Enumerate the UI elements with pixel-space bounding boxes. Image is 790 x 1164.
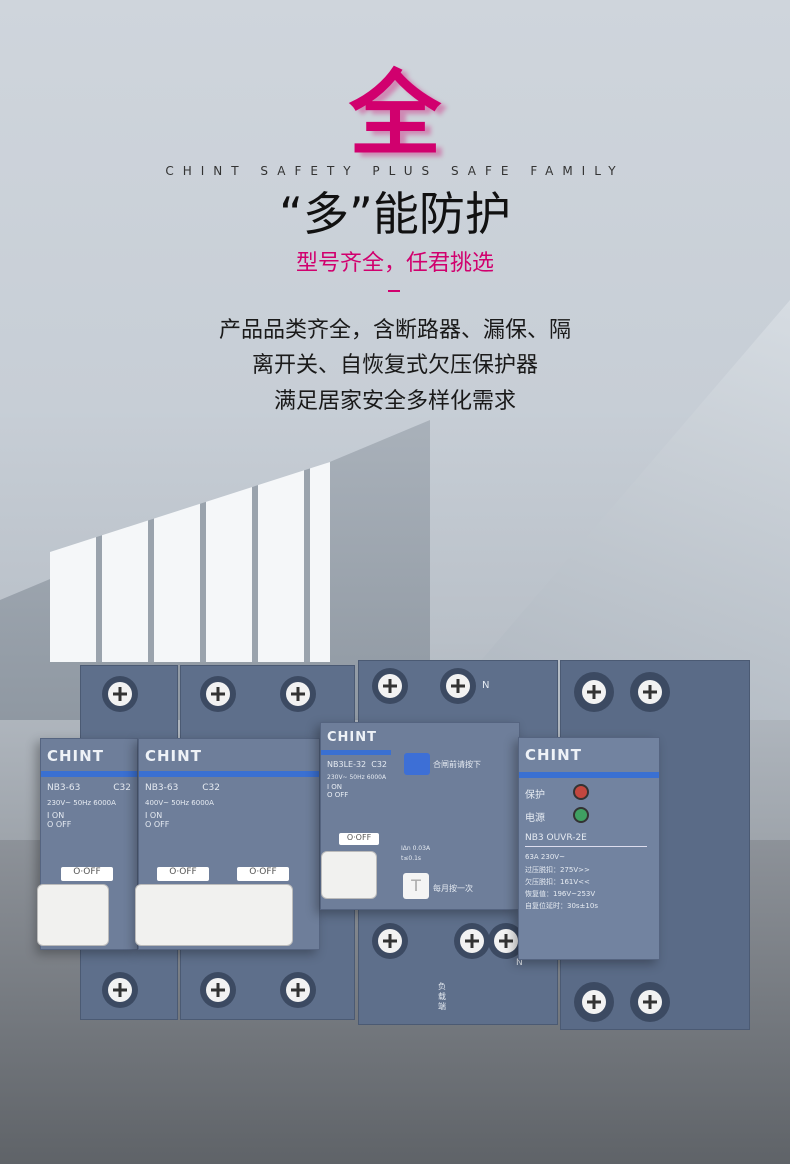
protect-led bbox=[573, 784, 589, 800]
recovery-label: 恢复值：196V~253V bbox=[525, 890, 596, 898]
divider bbox=[388, 290, 400, 292]
screw-icon bbox=[102, 676, 138, 712]
tagline-en: CHINT SAFETY PLUS SAFE FAMILY bbox=[165, 164, 625, 178]
test-hint: 每月按一次 bbox=[433, 884, 473, 893]
test-button[interactable]: T bbox=[403, 873, 429, 899]
screw-icon bbox=[454, 923, 490, 959]
leak-current-label: IΔn 0.03A bbox=[401, 845, 431, 852]
on-label: I ON bbox=[327, 783, 343, 791]
description-line: 产品品类齐全，含断路器、漏保、隔 bbox=[218, 318, 571, 343]
rating-label: C32 bbox=[113, 783, 131, 793]
background-window bbox=[50, 462, 330, 662]
screw-icon bbox=[200, 676, 236, 712]
on-label: I ON bbox=[47, 811, 65, 820]
screw-icon bbox=[280, 972, 316, 1008]
neutral-label: N bbox=[482, 680, 490, 691]
toggle-handle[interactable] bbox=[321, 851, 377, 899]
spec-label: 400V~ 50Hz 6000A bbox=[145, 799, 214, 807]
model-label: NB3LE-32 bbox=[327, 760, 367, 769]
model-label: NB3 OUVR-2E bbox=[525, 833, 647, 847]
off-label: O OFF bbox=[145, 820, 170, 829]
subheadline: 型号齐全，任君挑选 bbox=[295, 251, 494, 276]
off-indicator: O·OFF bbox=[61, 867, 113, 881]
toggle-handle[interactable] bbox=[135, 884, 293, 946]
reset-hint: 合闸前请按下 bbox=[433, 760, 481, 769]
brand-logo: CHINT bbox=[525, 746, 582, 764]
rating-label: 63A 230V~ bbox=[525, 853, 565, 861]
screw-icon bbox=[574, 672, 614, 712]
power-led bbox=[573, 807, 589, 823]
screw-icon bbox=[200, 972, 236, 1008]
screw-icon bbox=[102, 972, 138, 1008]
model-label: NB3-63 bbox=[47, 783, 81, 793]
description-line: 满足居家安全多样化需求 bbox=[273, 389, 516, 414]
brand-logo: CHINT bbox=[47, 747, 104, 765]
description-line: 离开关、自恢复式欠压保护器 bbox=[251, 353, 538, 378]
off-indicator: O·OFF bbox=[237, 867, 289, 881]
screw-icon bbox=[372, 668, 408, 704]
rating-label: C32 bbox=[371, 760, 387, 769]
screw-icon bbox=[630, 982, 670, 1022]
off-indicator: O·OFF bbox=[339, 833, 379, 845]
rating-label: C32 bbox=[202, 783, 220, 793]
off-indicator: O·OFF bbox=[157, 867, 209, 881]
toggle-handle[interactable] bbox=[37, 884, 109, 946]
screw-icon bbox=[630, 672, 670, 712]
brand-logo: CHINT bbox=[145, 747, 202, 765]
off-label: O OFF bbox=[327, 791, 349, 799]
brand-logo: CHINT bbox=[327, 730, 378, 745]
spec-label: 230V~ 50Hz 6000A bbox=[327, 774, 387, 781]
overvoltage-label: 过压脱扣：275V>> bbox=[525, 866, 590, 874]
screw-icon bbox=[440, 668, 476, 704]
spec-label: 230V~ 50Hz 6000A bbox=[47, 799, 116, 807]
power-label: 电源 bbox=[525, 813, 545, 824]
screw-icon bbox=[372, 923, 408, 959]
neutral-label: N bbox=[516, 958, 523, 968]
protect-label: 保护 bbox=[525, 790, 545, 801]
trip-time-label: t≤0.1s bbox=[401, 855, 422, 862]
delay-label: 自复位延时：30s±10s bbox=[525, 902, 598, 910]
headline: “多”能防护 bbox=[279, 187, 511, 241]
load-side-label: 负载端 bbox=[438, 982, 446, 1011]
model-label: NB3-63 bbox=[145, 783, 179, 793]
hero-character: 全 bbox=[348, 61, 441, 168]
undervoltage-label: 欠压脱扣：161V<< bbox=[525, 878, 590, 886]
off-label: O OFF bbox=[47, 820, 72, 829]
screw-icon bbox=[280, 676, 316, 712]
on-label: I ON bbox=[145, 811, 163, 820]
reset-button[interactable] bbox=[404, 753, 430, 775]
screw-icon bbox=[574, 982, 614, 1022]
